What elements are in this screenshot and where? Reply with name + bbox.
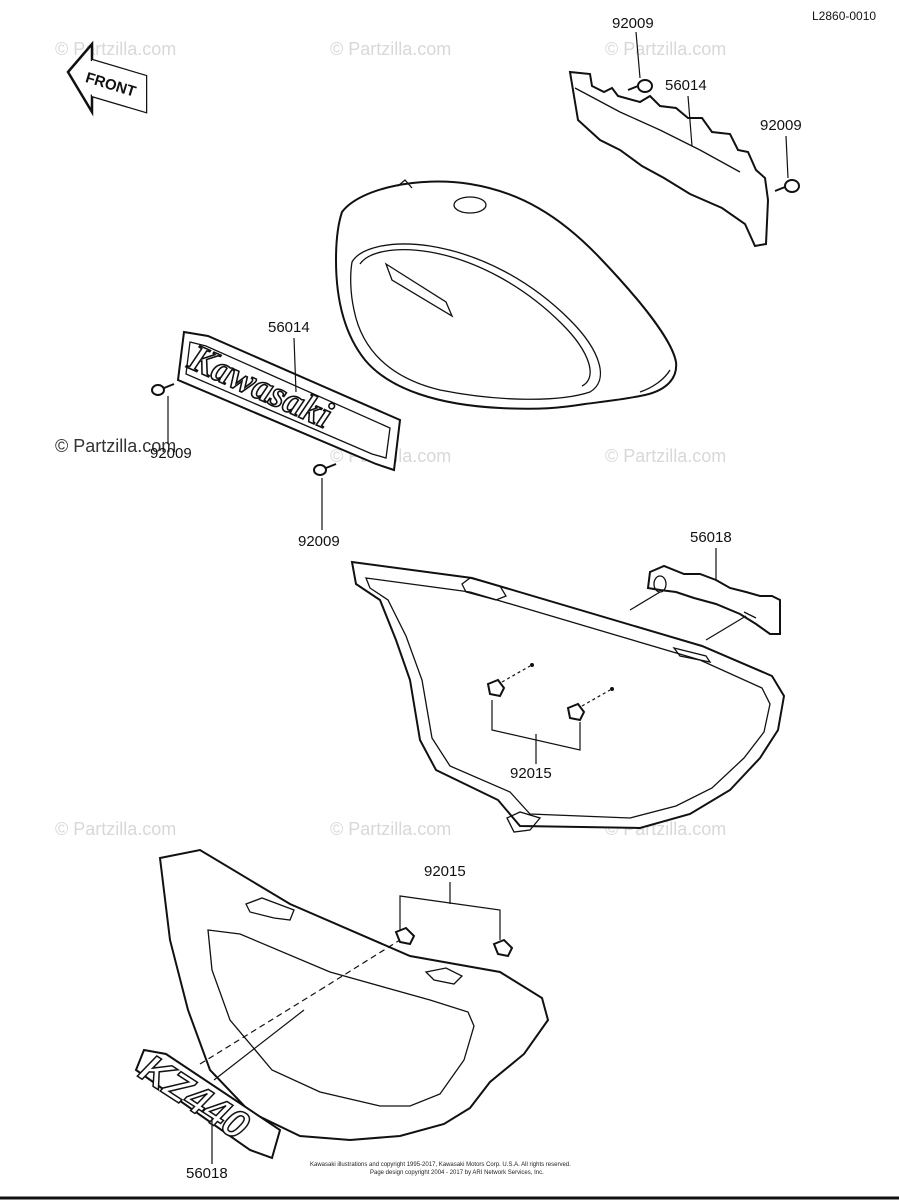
diagram-reference-code: L2860-0010 (812, 9, 876, 23)
part-label: 92009 (760, 117, 802, 134)
part-label: 92009 (150, 445, 192, 462)
grommet-icon (566, 687, 614, 722)
part-label: 92009 (298, 533, 340, 550)
bolt-icon (313, 463, 337, 476)
copyright-footer: Kawasaki illustrations and copyright 199… (310, 1162, 571, 1168)
watermark-dark: © Partzilla.com (55, 436, 176, 456)
part-label: 56014 (665, 77, 707, 94)
part-label: 56018 (690, 529, 732, 546)
grommet-icon (486, 663, 534, 698)
part-label: 56018 (186, 1165, 228, 1182)
front-arrow-icon: FRONT (66, 40, 148, 117)
side-bracket-part (629, 564, 781, 641)
bolt-icon (151, 383, 175, 396)
part-label: 92015 (510, 765, 552, 782)
top-bracket-part (568, 70, 770, 248)
watermark: © Partzilla.com (605, 39, 726, 59)
grommet-icon (492, 938, 514, 958)
side-cover-upper-part (350, 560, 786, 833)
watermark: © Partzilla.com (330, 819, 451, 839)
watermark: © Partzilla.com (55, 39, 176, 59)
part-label: 92015 (424, 863, 466, 880)
copyright-footer: Page design copyright 2004 - 2017 by ARI… (370, 1170, 544, 1176)
part-label: 56014 (268, 319, 310, 336)
bolt-icon (774, 179, 800, 193)
watermark: © Partzilla.com (55, 819, 176, 839)
bolt-icon (627, 79, 653, 93)
part-label: 92009 (612, 15, 654, 32)
watermark: © Partzilla.com (330, 39, 451, 59)
watermark: © Partzilla.com (605, 446, 726, 466)
grommet-icon (394, 926, 416, 946)
fuel-tank-part (334, 179, 678, 410)
